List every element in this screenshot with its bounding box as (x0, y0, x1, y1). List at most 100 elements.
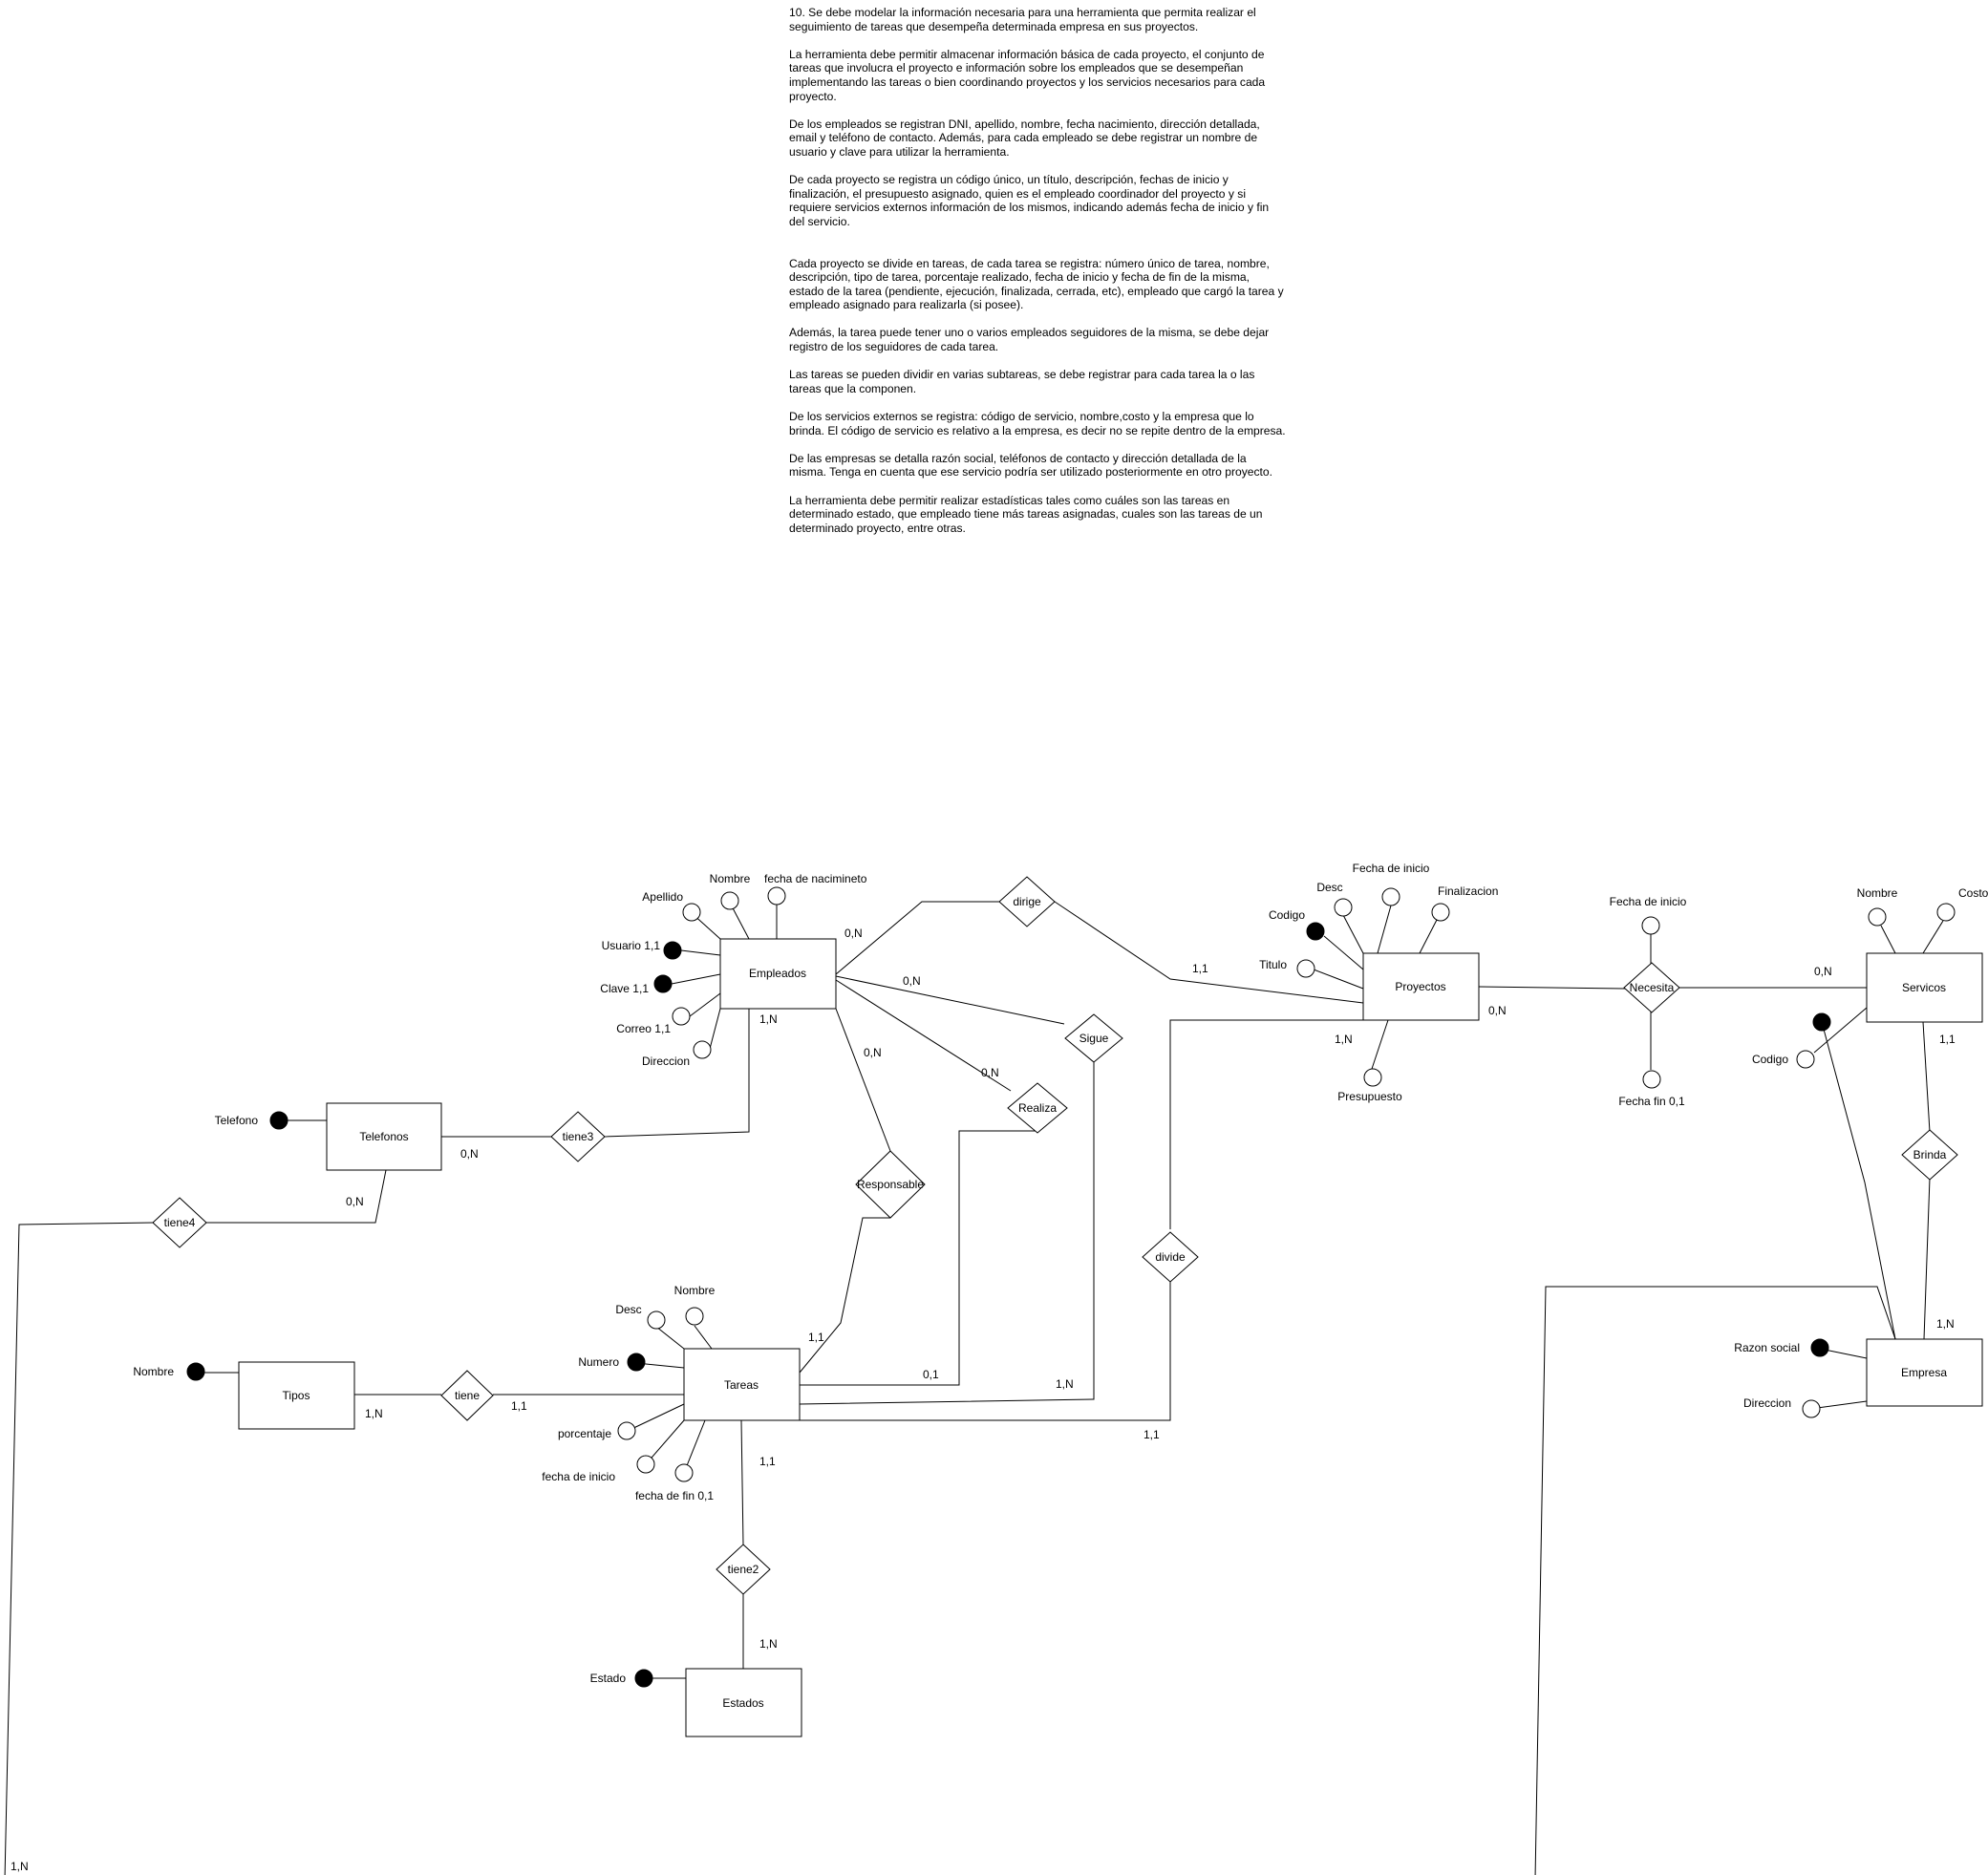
line-tareas-tiene2 (740, 1419, 744, 1545)
cardinality-label: 1,1 (511, 1399, 527, 1413)
attribute-numero-key[interactable]: Numero (578, 1353, 646, 1372)
attribute-costo[interactable]: Costo (1936, 886, 1988, 922)
attribute-nombre-tipo-key[interactable]: Nombre (133, 1362, 205, 1381)
attribute-label: Apellido (642, 890, 683, 904)
attribute-label: Finalizacion (1438, 884, 1498, 898)
attribute-fecha-inicio-proyecto[interactable]: Fecha de inicio (1353, 862, 1430, 906)
relationship-dirige[interactable]: dirige (998, 876, 1056, 927)
relationship-label: Brinda (1913, 1148, 1947, 1161)
attribute-fecha-nacimiento[interactable]: fecha de nacimineto (764, 872, 867, 906)
attribute-circle (767, 886, 786, 906)
key-attribute-icon (1810, 1338, 1829, 1357)
attribute-circle (1363, 1068, 1382, 1087)
cardinality-label: 1,1 (1192, 962, 1208, 975)
relationship-responsable[interactable]: Responsable (855, 1150, 926, 1219)
cardinality-labels: 0,N 1,1 0,N 0,N 0,N 1,N 0,N 0,N 1,N 0,N … (11, 927, 1956, 1873)
cardinality-label: 0,1 (923, 1368, 939, 1381)
entity-empresa[interactable]: Empresa (1866, 1338, 1983, 1407)
attribute-apellido[interactable]: Apellido (642, 890, 701, 922)
attribute-finalizacion[interactable]: Finalizacion (1431, 884, 1498, 922)
attribute-desc-proyecto[interactable]: Desc (1316, 881, 1353, 917)
attribute-label: Telefono (215, 1114, 259, 1127)
relationship-label: Necesita (1630, 981, 1675, 994)
attribute-direccion-empresa[interactable]: Direccion (1743, 1396, 1821, 1418)
key-attribute-icon (663, 941, 682, 960)
relationship-brinda[interactable]: Brinda (1901, 1129, 1958, 1181)
statement-paragraph: La herramienta debe permitir realizar es… (789, 493, 1263, 535)
relationship-sigue[interactable]: Sigue (1064, 1013, 1123, 1063)
entity-proyectos[interactable]: Proyectos (1362, 952, 1480, 1021)
attribute-label: Costo (1958, 886, 1988, 900)
attribute-fecha-fin-tarea[interactable]: fecha de fin 0,1 (635, 1463, 714, 1502)
entity-tipos[interactable]: Tipos (238, 1361, 355, 1430)
attribute-fecha-inicio-tarea[interactable]: fecha de inicio (542, 1455, 655, 1483)
attribute-razon-social-key[interactable]: Razon social (1734, 1338, 1829, 1357)
attribute-label: Nombre (674, 1284, 716, 1297)
entity-telefonos[interactable]: Telefonos (326, 1102, 442, 1171)
attribute-desc-tarea[interactable]: Desc (615, 1303, 666, 1330)
problem-statement: 10. Se debe modelar la información neces… (789, 6, 1286, 549)
relationship-tiene[interactable]: tiene (440, 1370, 494, 1421)
relationship-tiene4[interactable]: tiene4 (152, 1197, 207, 1248)
line-sigue-tareas (799, 1053, 1095, 1405)
statement-paragraph: Las tareas se pueden dividir en varias s… (789, 368, 1255, 395)
entity-label: Tareas (724, 1378, 759, 1392)
relationship-tiene3[interactable]: tiene3 (550, 1111, 606, 1162)
relationship-label: tiene2 (728, 1563, 759, 1576)
relationship-label: tiene (455, 1389, 480, 1402)
attribute-label: Desc (1316, 881, 1342, 894)
attribute-telefono-key[interactable]: Telefono (215, 1111, 289, 1130)
attribute-usuario-key[interactable]: Usuario 1,1 (602, 939, 682, 960)
key-attribute-icon (186, 1362, 205, 1381)
entity-estados[interactable]: Estados (685, 1668, 802, 1737)
key-attribute-icon (627, 1353, 646, 1372)
line-tiene4-empresa (4, 1222, 1896, 1875)
line-servicos-brinda (1922, 1021, 1931, 1133)
attribute-label: Fecha fin 0,1 (1618, 1095, 1685, 1108)
attribute-circle (672, 1007, 691, 1026)
attribute-label: Fecha de inicio (1353, 862, 1430, 875)
relationship-tiene2[interactable]: tiene2 (716, 1544, 771, 1595)
attribute-circle (1936, 903, 1956, 922)
entity-label: Empresa (1901, 1366, 1947, 1379)
cardinality-label: 1,1 (759, 1455, 776, 1468)
entity-empleados[interactable]: Empleados (719, 938, 837, 1010)
relationship-label: dirige (1013, 895, 1041, 908)
relationship-divide[interactable]: divide (1142, 1231, 1199, 1283)
line-empleados-dirige (835, 901, 999, 975)
cardinality-label: 0,N (864, 1046, 882, 1059)
entity-tareas[interactable]: Tareas (683, 1348, 801, 1421)
relationship-necesita[interactable]: Necesita (1623, 962, 1680, 1013)
attribute-codigo-proyecto-key[interactable]: Codigo (1269, 908, 1325, 941)
statement-paragraph: 10. Se debe modelar la información neces… (789, 6, 1256, 33)
attribute-label: Direccion (642, 1055, 690, 1068)
cardinality-label: 0,N (1488, 1004, 1507, 1017)
attribute-servicio-key[interactable] (1812, 1012, 1831, 1032)
line-empleados-responsable (835, 1008, 891, 1152)
attribute-estado-key[interactable]: Estado (590, 1669, 653, 1688)
attribute-nombre-servicio[interactable]: Nombre (1857, 886, 1898, 927)
attribute-fecha-fin-servicio[interactable]: Fecha fin 0,1 (1618, 1070, 1685, 1108)
attribute-direccion-empleado[interactable]: Direccion (642, 1040, 712, 1068)
attribute-fecha-inicio-servicio[interactable]: Fecha de inicio (1610, 895, 1687, 935)
relationship-realiza[interactable]: Realiza (1007, 1082, 1068, 1134)
attribute-presupuesto[interactable]: Presupuesto (1337, 1068, 1402, 1103)
statement-paragraph: De cada proyecto se registra un código ú… (789, 173, 1270, 228)
attribute-label: Direccion (1743, 1396, 1791, 1410)
attribute-clave-key[interactable]: Clave 1,1 (600, 974, 673, 995)
cardinality-label: 1,1 (808, 1331, 824, 1344)
entity-servicos[interactable]: Servicos (1866, 952, 1983, 1023)
attribute-porcentaje[interactable]: porcentaje (558, 1421, 636, 1440)
attribute-label: Presupuesto (1337, 1090, 1402, 1103)
attribute-titulo[interactable]: Titulo (1259, 958, 1315, 978)
attribute-circle (693, 1040, 712, 1059)
key-attribute-icon (634, 1669, 653, 1688)
attribute-nombre-empleado[interactable]: Nombre (710, 872, 751, 910)
attribute-nombre-tarea[interactable]: Nombre (674, 1284, 716, 1326)
relationship-label: Responsable (857, 1178, 924, 1191)
cardinality-label: 0,N (981, 1066, 999, 1079)
attribute-label: Desc (615, 1303, 641, 1316)
attribute-codigo-servicio[interactable]: Codigo (1752, 1050, 1815, 1069)
attribute-label: Correo 1,1 (616, 1022, 671, 1035)
attribute-correo[interactable]: Correo 1,1 (616, 1007, 691, 1035)
